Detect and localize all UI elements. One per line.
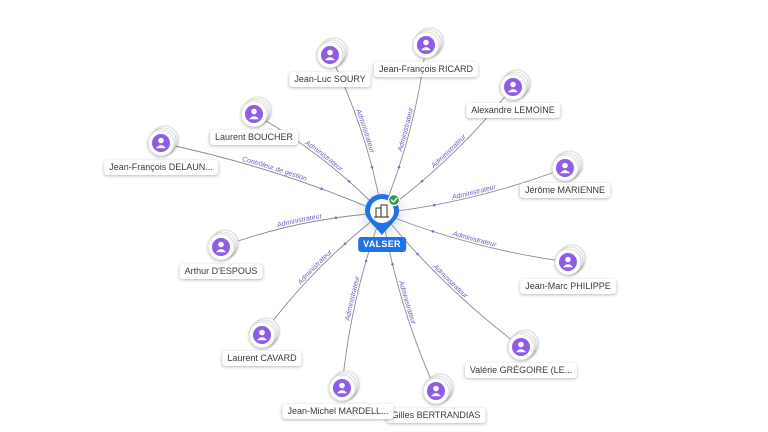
edge-role-label: Administrateur — [397, 279, 417, 326]
building-icon — [374, 204, 389, 218]
person-node[interactable] — [422, 373, 454, 405]
edge-arrow — [370, 165, 374, 169]
person-node[interactable] — [499, 69, 531, 101]
relation-edge — [160, 142, 383, 214]
edge-arrow — [391, 262, 394, 266]
edge-arrow — [343, 242, 347, 246]
relation-edge — [381, 212, 437, 392]
person-name-label[interactable]: Laurent CAVARD — [222, 351, 302, 366]
edge-role-label: Administrateur — [296, 248, 334, 287]
person-name-label[interactable]: Valérie GRÉGOIRE (LE... — [464, 363, 578, 378]
person-node[interactable] — [328, 370, 360, 402]
edge-arrow — [420, 179, 424, 183]
relation-edge — [381, 167, 566, 214]
person-name-label[interactable]: Jérôme MARIENNE — [519, 183, 611, 198]
person-name-label[interactable]: Jean-Marc PHILIPPE — [520, 279, 616, 294]
nodes-layer — [147, 27, 586, 405]
edge-arrow — [433, 203, 436, 207]
edge-role-label: Administrateur — [303, 139, 345, 173]
person-name-label[interactable]: Jean-François RICARD — [373, 62, 479, 77]
edge-arrow — [397, 165, 401, 169]
person-name-label[interactable]: Laurent BOUCHER — [209, 130, 299, 145]
edge-role-label: Administrateur — [431, 263, 469, 300]
person-name-label[interactable]: Jean-François DELAUN... — [104, 160, 218, 175]
person-name-label[interactable]: Arthur D'ESPOUS — [179, 264, 263, 279]
person-name-label[interactable]: Jean-Luc SOURY — [289, 72, 371, 87]
person-node[interactable] — [554, 244, 586, 276]
person-node[interactable] — [551, 150, 583, 182]
edge-role-label: Administrateur — [354, 107, 375, 154]
person-name-label[interactable]: Jean-Michel MARDELL... — [282, 404, 394, 419]
edge-arrow — [416, 252, 419, 256]
edge-arrow — [431, 230, 435, 233]
person-name-label[interactable]: Gilles BERTRANDIAS — [386, 408, 486, 423]
relation-edge — [261, 212, 383, 336]
person-node[interactable] — [207, 229, 239, 261]
check-badge-icon — [387, 193, 401, 207]
relation-edge — [381, 212, 522, 348]
relation-edge — [341, 212, 383, 389]
person-name-label[interactable]: Alexandre LEMOINE — [466, 103, 560, 118]
edge-role-label: Administrateur — [430, 133, 469, 170]
edge-role-label: Contrôleur de gestion — [241, 156, 307, 183]
company-node[interactable] — [362, 193, 402, 235]
edge-role-label: Administrateur — [397, 106, 416, 153]
company-name-label[interactable]: VALSER — [358, 237, 406, 252]
edge-arrow — [347, 180, 351, 183]
edge-arrow — [334, 216, 338, 220]
person-node[interactable] — [147, 125, 179, 157]
edge-role-label: Administrateur — [451, 230, 498, 249]
person-node[interactable] — [507, 329, 539, 361]
relation-edge — [381, 212, 569, 263]
edge-arrow — [320, 187, 323, 191]
person-node[interactable] — [316, 37, 348, 69]
edge-arrow — [364, 259, 368, 263]
person-node[interactable] — [248, 317, 280, 349]
person-node[interactable] — [412, 27, 444, 59]
person-node[interactable] — [240, 96, 272, 128]
